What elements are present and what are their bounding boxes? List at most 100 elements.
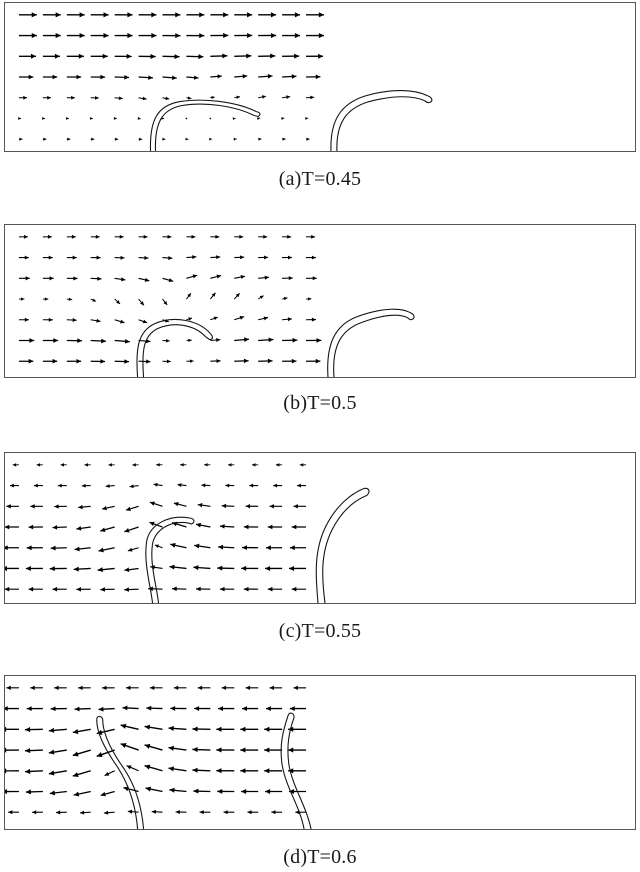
quiver-arrow-head <box>199 810 204 815</box>
quiver-arrow-head <box>79 12 85 18</box>
quiver-arrow-head <box>71 234 76 239</box>
quiver-arrow-head <box>259 295 264 299</box>
quiver-point <box>209 117 212 120</box>
quiver-arrow-head <box>48 727 55 733</box>
quiver-arrow-head <box>48 749 55 755</box>
quiver-arrow-head <box>52 586 58 592</box>
quiver-arrow-head <box>243 524 249 530</box>
quiver-arrow-head <box>28 586 34 592</box>
quiver-arrow-head <box>264 255 269 260</box>
panel-block-b: (b)T=0.5 <box>0 220 640 440</box>
quiver-arrow-head <box>193 75 199 80</box>
quiver-arrow-head <box>20 297 25 301</box>
quiver-arrow-head <box>30 53 37 59</box>
quiver-arrow-head <box>120 319 125 324</box>
quiver-arrow-head <box>289 706 295 711</box>
quiver-arrow-head <box>216 255 221 260</box>
quiver-arrow-head <box>137 116 141 120</box>
quiver-arrow-head <box>124 359 130 364</box>
quiver-arrow-head <box>148 75 153 80</box>
quiver-arrow-head <box>96 255 101 260</box>
quiver-arrow-head <box>79 810 85 815</box>
quiver-arrow-head <box>103 810 109 815</box>
quiver-arrow-head <box>288 565 295 571</box>
quiver-arrow-head <box>50 706 56 712</box>
quiver-arrow-head <box>193 788 199 794</box>
panel-block-d: (d)T=0.6 <box>0 670 640 872</box>
quiver-arrow-head <box>156 463 160 467</box>
quiver-arrow-head <box>144 743 151 749</box>
quiver-arrow-head <box>188 338 192 343</box>
quiver-arrow-head <box>31 12 37 18</box>
quiver-arrow-head <box>189 359 194 363</box>
quiver-arrow-head <box>245 504 251 509</box>
quiver-arrow-head <box>198 54 204 60</box>
quiver-arrow-head <box>124 75 130 80</box>
quiver-arrow-head <box>32 810 37 815</box>
quiver-arrow-head <box>311 255 316 260</box>
quiver-arrow-head <box>218 544 224 550</box>
quiver-arrow-head <box>48 317 53 322</box>
quiver-arrow-head <box>243 358 249 364</box>
quiver-arrow-head <box>264 726 270 732</box>
quiver-arrow-head <box>151 809 156 814</box>
quiver-arrow-head <box>245 685 251 691</box>
quiver-arrow-head <box>78 504 83 510</box>
quiver-arrow-head <box>270 53 276 59</box>
quiver-arrow-head <box>174 54 180 60</box>
quiver-arrow-head <box>72 729 79 735</box>
quiver-arrow-head <box>127 809 133 814</box>
quiver-arrow-head <box>240 255 245 260</box>
quiver-arrow-head <box>103 12 109 18</box>
quiver-arrow-head <box>5 586 10 592</box>
caption-a: (a)T=0.45 <box>278 168 362 190</box>
quiver-arrow-head <box>273 483 278 488</box>
quiver-arrow-head <box>219 524 225 529</box>
quiver-arrow-head <box>78 53 84 59</box>
quiver-arrow-head <box>213 316 218 321</box>
quiver-arrow-head <box>211 292 216 297</box>
quiver-arrow-head <box>307 297 312 301</box>
quiver-arrow-head <box>146 359 151 364</box>
quiver-arrow-head <box>96 729 103 735</box>
quiver-arrow-head <box>264 275 269 280</box>
quiver-arrow-head <box>223 810 228 815</box>
quiver-point <box>185 117 188 120</box>
quiver-arrow-head <box>281 117 285 120</box>
quiver-arrow-head <box>241 788 247 794</box>
quiver-arrow-head <box>98 547 104 553</box>
quiver-arrow-head <box>120 255 125 260</box>
quiver-arrow-head <box>142 319 148 324</box>
quiver-arrow-head <box>311 234 316 239</box>
quiver-arrow-head <box>168 725 174 731</box>
quiver-arrow-head <box>199 12 205 18</box>
quiver-arrow-head <box>151 12 157 18</box>
quiver-arrow-head <box>149 685 155 691</box>
quiver-arrow-head <box>247 12 253 18</box>
left-filament-b <box>136 318 214 377</box>
quiver-arrow-head <box>78 685 83 691</box>
quiver-arrow-head <box>25 565 31 571</box>
quiver-arrow-head <box>5 545 8 551</box>
quiver-arrow-head <box>100 527 106 533</box>
quiver-arrow-head <box>163 301 168 306</box>
quiver-arrow-head <box>48 255 53 260</box>
quiver-arrow-head <box>23 95 28 100</box>
caption-c: (c)T=0.55 <box>278 620 362 642</box>
quiver-arrow-head <box>102 685 107 691</box>
quiver-arrow-head <box>173 502 179 507</box>
quiver-arrow-head <box>5 747 7 753</box>
quiver-arrow-head <box>197 503 203 508</box>
quiver-arrow-head <box>195 586 201 592</box>
panel-block-c: (c)T=0.55 <box>0 448 640 670</box>
quiver-arrow-head <box>219 586 225 592</box>
quiver-arrow-head <box>9 483 14 488</box>
quiver-arrow-head <box>246 53 252 59</box>
quiver-arrow-head <box>19 137 23 141</box>
quiver-arrow-head <box>76 587 82 592</box>
quiver-arrow-head <box>121 277 126 282</box>
quiver-arrow-head <box>144 724 151 730</box>
quiver-arrow-head <box>201 483 206 488</box>
quiver-arrow-head <box>291 586 297 592</box>
quiver-arrow-head <box>73 566 79 572</box>
